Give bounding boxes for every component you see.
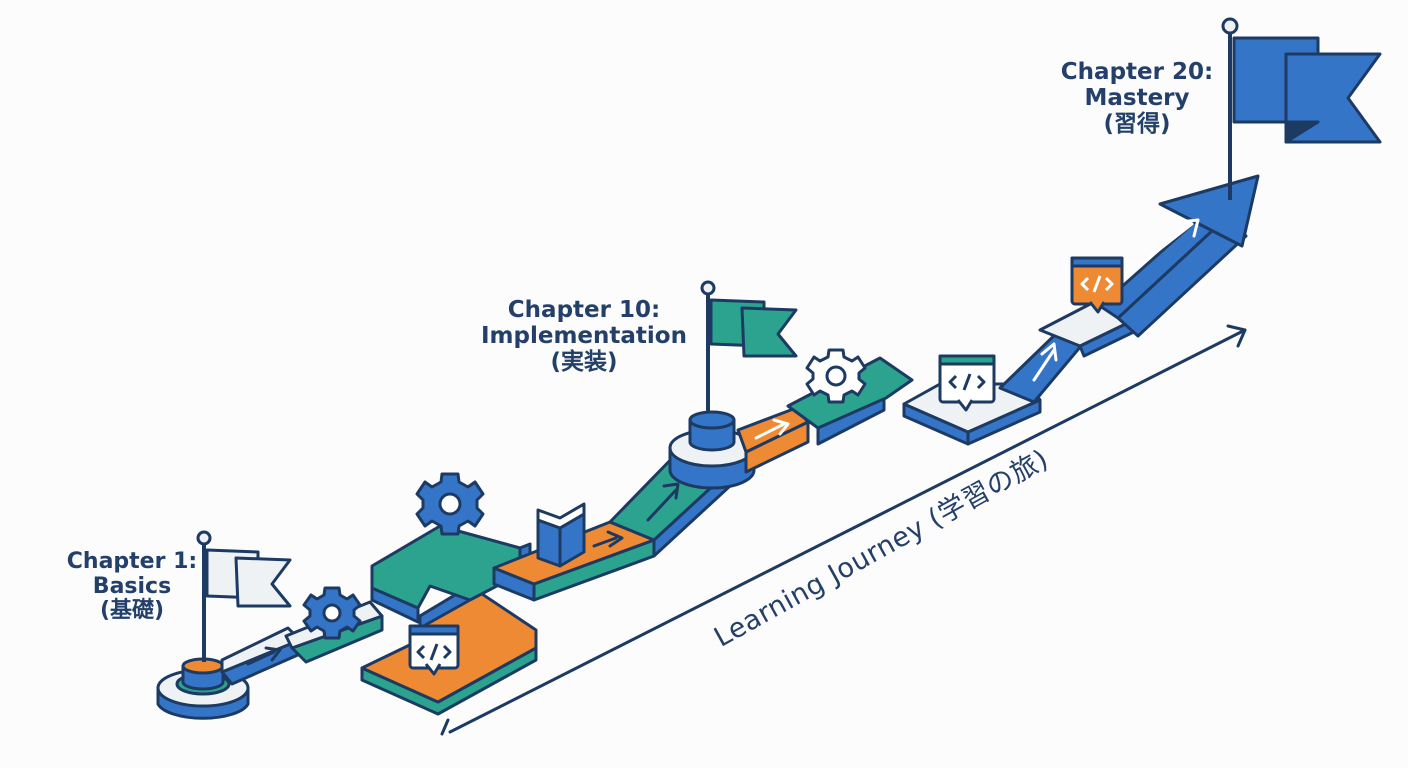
journey-arrow: [440, 324, 1247, 736]
milestone-title: Chapter 10:: [507, 297, 661, 323]
milestone-name: Basics: [92, 573, 172, 599]
milestone-label-chapter-1: Chapter 1: Basics (基礎): [52, 549, 212, 624]
flag-icon: [196, 530, 292, 662]
milestone-name: Implementation: [481, 322, 687, 349]
code-window-icon: [1070, 256, 1124, 314]
start-platform: [156, 657, 250, 720]
code-window-icon: [408, 624, 460, 676]
milestone-label-chapter-20: Chapter 20: Mastery (習得): [1042, 59, 1232, 137]
gear-icon: [302, 586, 362, 640]
flag-icon: [700, 280, 798, 412]
path-segment-9: [902, 382, 1042, 446]
gear-icon: [805, 348, 867, 404]
milestone-translation: (基礎): [99, 598, 165, 624]
flag-icon: [1221, 17, 1382, 200]
open-book-icon: [536, 502, 586, 568]
code-window-icon: [938, 354, 996, 412]
milestone-translation: (実装): [550, 348, 618, 375]
milestone-translation: (習得): [1103, 110, 1171, 137]
middle-platform: [668, 410, 756, 490]
milestone-label-chapter-10: Chapter 10: Implementation (実装): [465, 297, 703, 375]
final-arrow: [1098, 174, 1260, 338]
gear-icon: [415, 472, 485, 536]
milestone-title: Chapter 20:: [1060, 59, 1214, 85]
milestone-name: Mastery: [1084, 84, 1190, 111]
path-segment-7: [736, 406, 810, 474]
path-segment-1: [220, 626, 302, 686]
milestone-title: Chapter 1:: [66, 549, 198, 574]
